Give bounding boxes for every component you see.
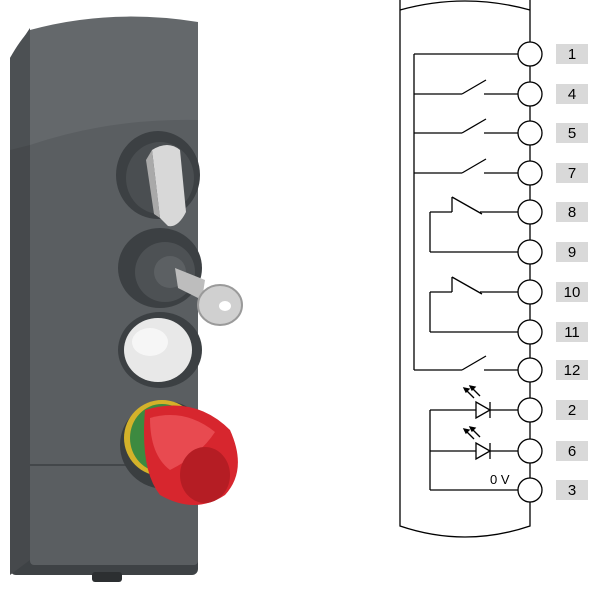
device-top-cap <box>30 16 198 145</box>
enclosure-outline <box>399 0 531 538</box>
contact-5 <box>414 118 518 134</box>
terminal-label: 2 <box>568 402 576 419</box>
terminal-label-bg <box>556 202 588 222</box>
device-side <box>10 28 30 575</box>
terminal-label-bg <box>556 282 588 302</box>
terminal-label: 7 <box>568 165 576 182</box>
terminal-circle <box>517 199 543 225</box>
contact-4 <box>414 79 518 95</box>
enclosure-top <box>399 0 531 11</box>
terminal-label-bg <box>556 84 588 104</box>
device-foot <box>92 572 122 582</box>
key-switch <box>118 228 243 326</box>
terminal-label-bg <box>556 163 588 183</box>
terminal-label-bg <box>556 400 588 420</box>
terminal-label: 6 <box>568 443 576 460</box>
terminal-circle <box>517 477 543 503</box>
key-shaft <box>175 268 205 300</box>
terminal-label-bg <box>556 322 588 342</box>
terminal-circle <box>517 239 543 265</box>
terminal-circle <box>517 357 543 383</box>
wiring-schematic: 0 V <box>399 0 531 538</box>
terminal-circle <box>517 160 543 186</box>
device-cap-side <box>10 30 30 150</box>
led-6 <box>430 426 518 461</box>
control-device-illustration <box>10 16 243 582</box>
terminal-label: 9 <box>568 244 576 261</box>
terminal-circle <box>517 319 543 345</box>
terminal-label-bg <box>556 123 588 143</box>
terminal-label: 4 <box>568 86 576 103</box>
white-push-button <box>118 312 202 388</box>
terminal-circle <box>517 279 543 305</box>
terminal-label: 8 <box>568 204 576 221</box>
terminal-circle <box>517 438 543 464</box>
terminal-label-bg <box>556 360 588 380</box>
contact-12 <box>414 355 518 371</box>
terminal-label-bg <box>556 44 588 64</box>
led-2 <box>430 385 518 420</box>
ground-label: 0 V <box>490 472 510 487</box>
terminal-circle <box>517 397 543 423</box>
emergency-stop-button <box>120 400 238 505</box>
terminal-label-bg <box>556 480 588 500</box>
terminal-label: 1 <box>568 46 576 63</box>
terminal-strip: 1 4 5 7 8 9 10 11 12 2 6 3 <box>517 41 588 503</box>
selector-switch <box>116 131 200 227</box>
terminal-label: 12 <box>564 362 581 379</box>
nc-contact-8-9 <box>429 196 518 253</box>
terminal-label: 5 <box>568 125 576 142</box>
contact-7 <box>414 158 518 174</box>
nc-contact-10-11 <box>429 276 518 333</box>
terminal-circle <box>517 41 543 67</box>
selector-lever <box>152 145 186 227</box>
terminal-label: 3 <box>568 482 576 499</box>
terminal-circle <box>517 81 543 107</box>
terminal-label-bg <box>556 242 588 262</box>
terminal-circle <box>517 120 543 146</box>
terminal-label: 10 <box>564 284 581 301</box>
terminal-label-bg <box>556 441 588 461</box>
terminal-label: 11 <box>564 324 580 341</box>
